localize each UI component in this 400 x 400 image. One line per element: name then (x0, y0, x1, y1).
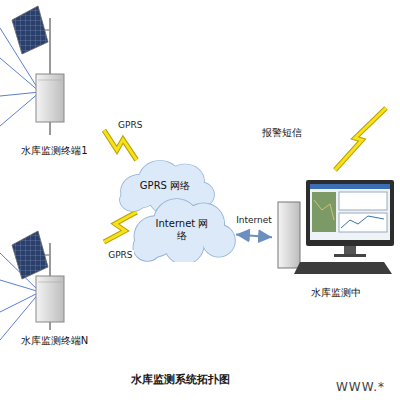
bolt-fill (104, 212, 137, 242)
node-label: GPRS 网络 (140, 180, 190, 192)
computer (278, 180, 394, 274)
monitor-terminal: 水库监测终端N (5, 225, 104, 350)
internet-link (236, 234, 272, 237)
bolt-outline (104, 130, 137, 160)
bolt-outline (104, 212, 137, 242)
bolt-fill (104, 130, 137, 160)
caption-area: 水库监测终端1 (5, 145, 104, 157)
monitor-terminal: 水库监测终端1 (5, 5, 104, 165)
alarm-sms-label: 报警短信 (262, 126, 302, 140)
gprs-link (104, 130, 137, 160)
alarm-sms-bolt (335, 108, 386, 170)
node-label: Internet 网络 (154, 218, 210, 242)
link-label: GPRS (107, 250, 133, 260)
caption-area: 水库监测终端N (5, 335, 104, 347)
monitor-center: 水库监测中 (272, 175, 399, 310)
node-label: 水库监测中 (272, 287, 399, 299)
cloud-text-area: Internet 网络 (128, 198, 236, 262)
link-label: GPRS (117, 120, 143, 130)
node-label: 水库监测终端N (5, 335, 104, 347)
watermark: WWW.* (336, 380, 385, 394)
sensor-wires (0, 28, 40, 340)
link-line (236, 234, 272, 237)
node-label: 水库监测终端1 (5, 145, 104, 157)
terminal-station (12, 231, 64, 330)
terminal-station (12, 6, 64, 135)
link-label: Internet (235, 215, 273, 225)
gprs-link (104, 212, 137, 242)
diagram-title: 水库监测系统拓扑图 (0, 372, 360, 387)
network-cloud: Internet 网络 (128, 198, 236, 262)
caption-area: 水库监测中 (272, 287, 399, 299)
